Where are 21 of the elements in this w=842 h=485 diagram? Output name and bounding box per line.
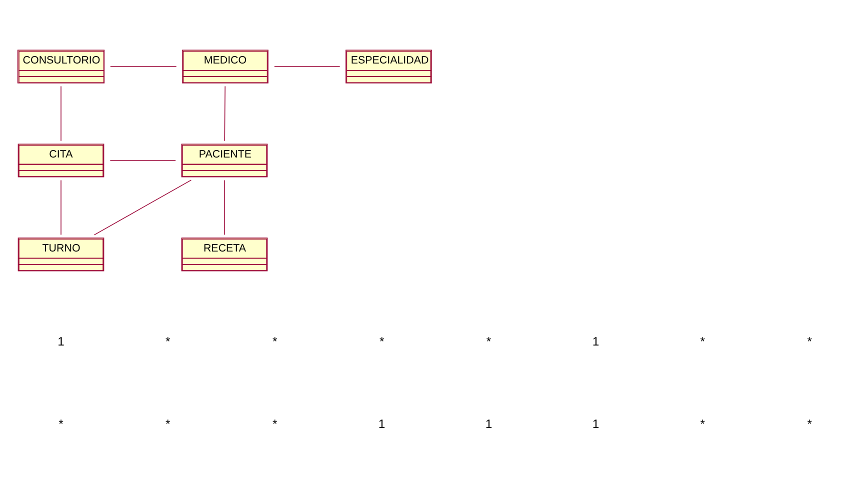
label: * bbox=[58, 416, 64, 431]
connector bbox=[94, 179, 192, 235]
label: * bbox=[486, 334, 492, 348]
label: * bbox=[166, 334, 170, 348]
label: 1 bbox=[592, 334, 600, 348]
label: * bbox=[807, 416, 812, 431]
label: * bbox=[700, 334, 706, 348]
label: 1 bbox=[485, 416, 492, 431]
label: * bbox=[272, 416, 278, 431]
label: 1 bbox=[592, 416, 600, 431]
connector bbox=[224, 179, 225, 235]
connector bbox=[60, 85, 62, 141]
label: * bbox=[166, 416, 170, 431]
label: 1 bbox=[378, 416, 386, 431]
connector bbox=[60, 179, 62, 235]
connector bbox=[224, 85, 226, 141]
label: * bbox=[379, 334, 384, 348]
label: 1 bbox=[58, 334, 64, 348]
label: * bbox=[272, 334, 278, 348]
label: * bbox=[700, 416, 706, 431]
label: * bbox=[807, 334, 812, 348]
